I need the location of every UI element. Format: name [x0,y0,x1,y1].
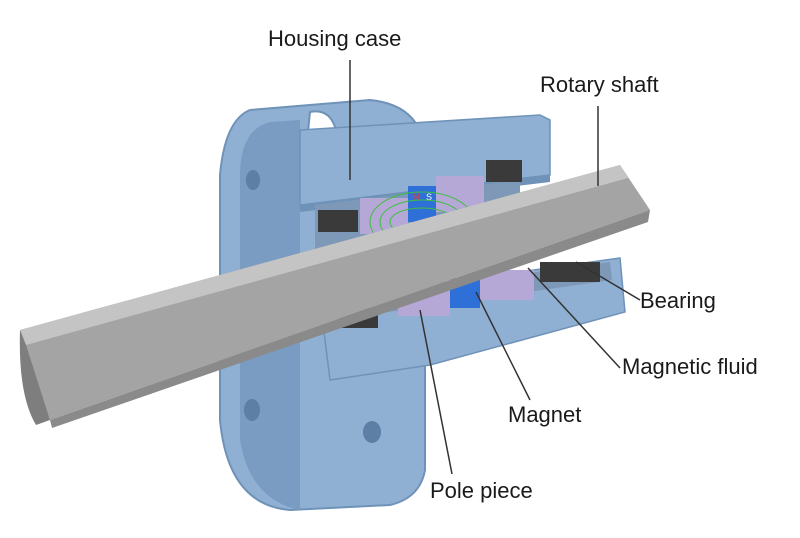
magnet-label: Magnet [508,402,582,427]
bearing-lower-right [540,262,600,282]
housing-upper: N S [299,114,551,262]
leader-pole-piece [419,309,453,475]
magnetic-fluid-label: Magnetic fluid [622,354,758,379]
magnet-south-label: S [426,192,432,202]
bearing-upper-right [486,160,522,182]
pole-piece-label: Pole piece [430,478,533,503]
rotary-shaft [19,165,650,428]
housing-case-label: Housing case [268,26,402,51]
leader-lines [349,60,641,475]
bearing-upper-left [318,210,358,232]
leader-magnetic-fluid [527,267,621,369]
leader-magnet [475,291,531,401]
magnet-north-label: N [413,192,420,202]
bearing-label: Bearing [640,288,716,313]
leader-bearing [575,261,641,301]
rotary-shaft-label: Rotary shaft [540,72,659,97]
